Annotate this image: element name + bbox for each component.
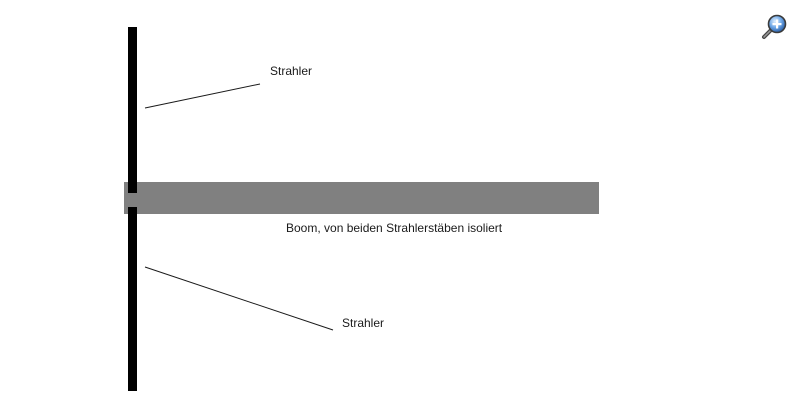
radiator-lower (128, 207, 137, 391)
zoom-in-button[interactable] (761, 12, 789, 40)
label-radiator-bottom: Strahler (342, 316, 385, 330)
leader-line-top (144, 83, 261, 109)
radiator-upper (128, 27, 137, 193)
zoom-in-icon (762, 14, 787, 39)
leader-line-bottom (144, 266, 334, 331)
label-boom: Boom, von beiden Strahlerstäben isoliert (286, 221, 503, 235)
label-radiator-top: Strahler (270, 64, 313, 78)
boom-bar (124, 182, 599, 214)
